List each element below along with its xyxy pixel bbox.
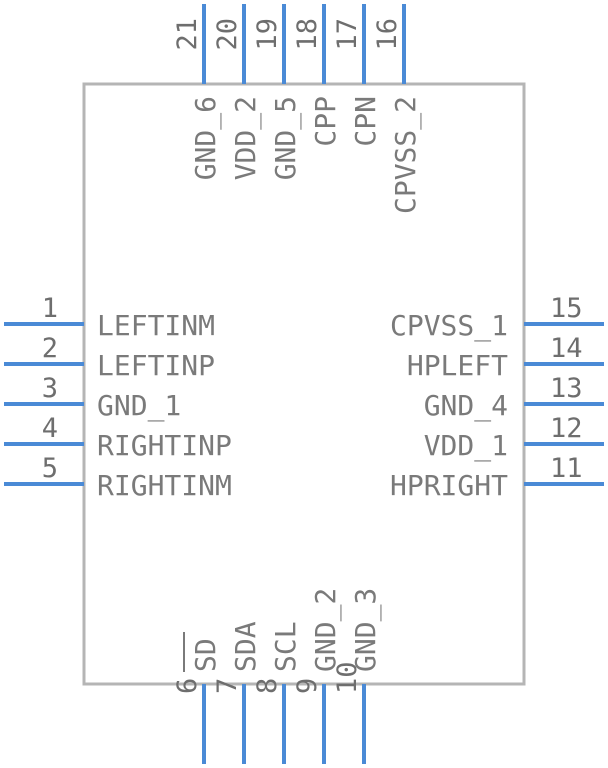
pin-name: CPVSS_1 xyxy=(390,309,508,343)
pin-number: 17 xyxy=(332,18,363,51)
pin-number: 7 xyxy=(212,678,243,694)
pin-number: 20 xyxy=(212,18,243,51)
pin-number: 2 xyxy=(42,333,58,364)
pin-name: VDD_1 xyxy=(424,429,508,463)
pin-name: CPN xyxy=(349,96,382,147)
pin-number: 6 xyxy=(172,678,203,694)
pin-name: GND_6 xyxy=(189,96,223,180)
pin-8-scl: 8 SCL xyxy=(252,621,302,764)
pin-number: 15 xyxy=(550,293,583,324)
pin-name: HPRIGHT xyxy=(390,469,508,502)
pin-number: 13 xyxy=(550,373,583,404)
pin-name: RIGHTINM xyxy=(97,469,232,502)
pin-name: HPLEFT xyxy=(407,349,508,382)
pin-number: 9 xyxy=(292,678,323,694)
ic-body xyxy=(82,82,526,686)
pin-number: 18 xyxy=(292,18,323,51)
pin-name: GND_1 xyxy=(97,389,181,423)
pin-name: SCL xyxy=(269,621,302,672)
pin-number: 16 xyxy=(372,18,403,51)
pin-9-gnd-2: 9 GND_2 xyxy=(292,588,343,764)
pin-number: 10 xyxy=(332,661,363,694)
pin-7-sda: 7 SDA xyxy=(212,621,262,764)
pin-number: 11 xyxy=(550,453,583,484)
pin-6-sd: 6 SD xyxy=(172,632,222,764)
pin-name: LEFTINP xyxy=(97,349,215,382)
pin-number: 5 xyxy=(42,453,58,484)
pin-name: LEFTINM xyxy=(97,309,215,342)
pin-name: CPP xyxy=(309,96,342,147)
pin-name: RIGHTINP xyxy=(97,429,232,462)
pin-number: 4 xyxy=(42,413,58,444)
pin-number: 1 xyxy=(42,293,58,324)
pin-name: GND_3 xyxy=(349,588,383,672)
pin-number: 14 xyxy=(550,333,583,364)
pin-number: 8 xyxy=(252,678,283,694)
pin-name: SD xyxy=(189,638,222,672)
pin-name: GND_2 xyxy=(309,588,343,672)
pin-name: GND_5 xyxy=(269,96,303,180)
pin-number: 19 xyxy=(252,18,283,51)
pin-name: VDD_2 xyxy=(229,96,263,180)
pin-number: 12 xyxy=(550,413,583,444)
pin-name: SDA xyxy=(229,621,262,672)
pin-number: 3 xyxy=(42,373,58,404)
pin-name: GND_4 xyxy=(424,389,508,423)
pin-number: 21 xyxy=(172,18,203,51)
pin-name: CPVSS_2 xyxy=(389,96,423,214)
